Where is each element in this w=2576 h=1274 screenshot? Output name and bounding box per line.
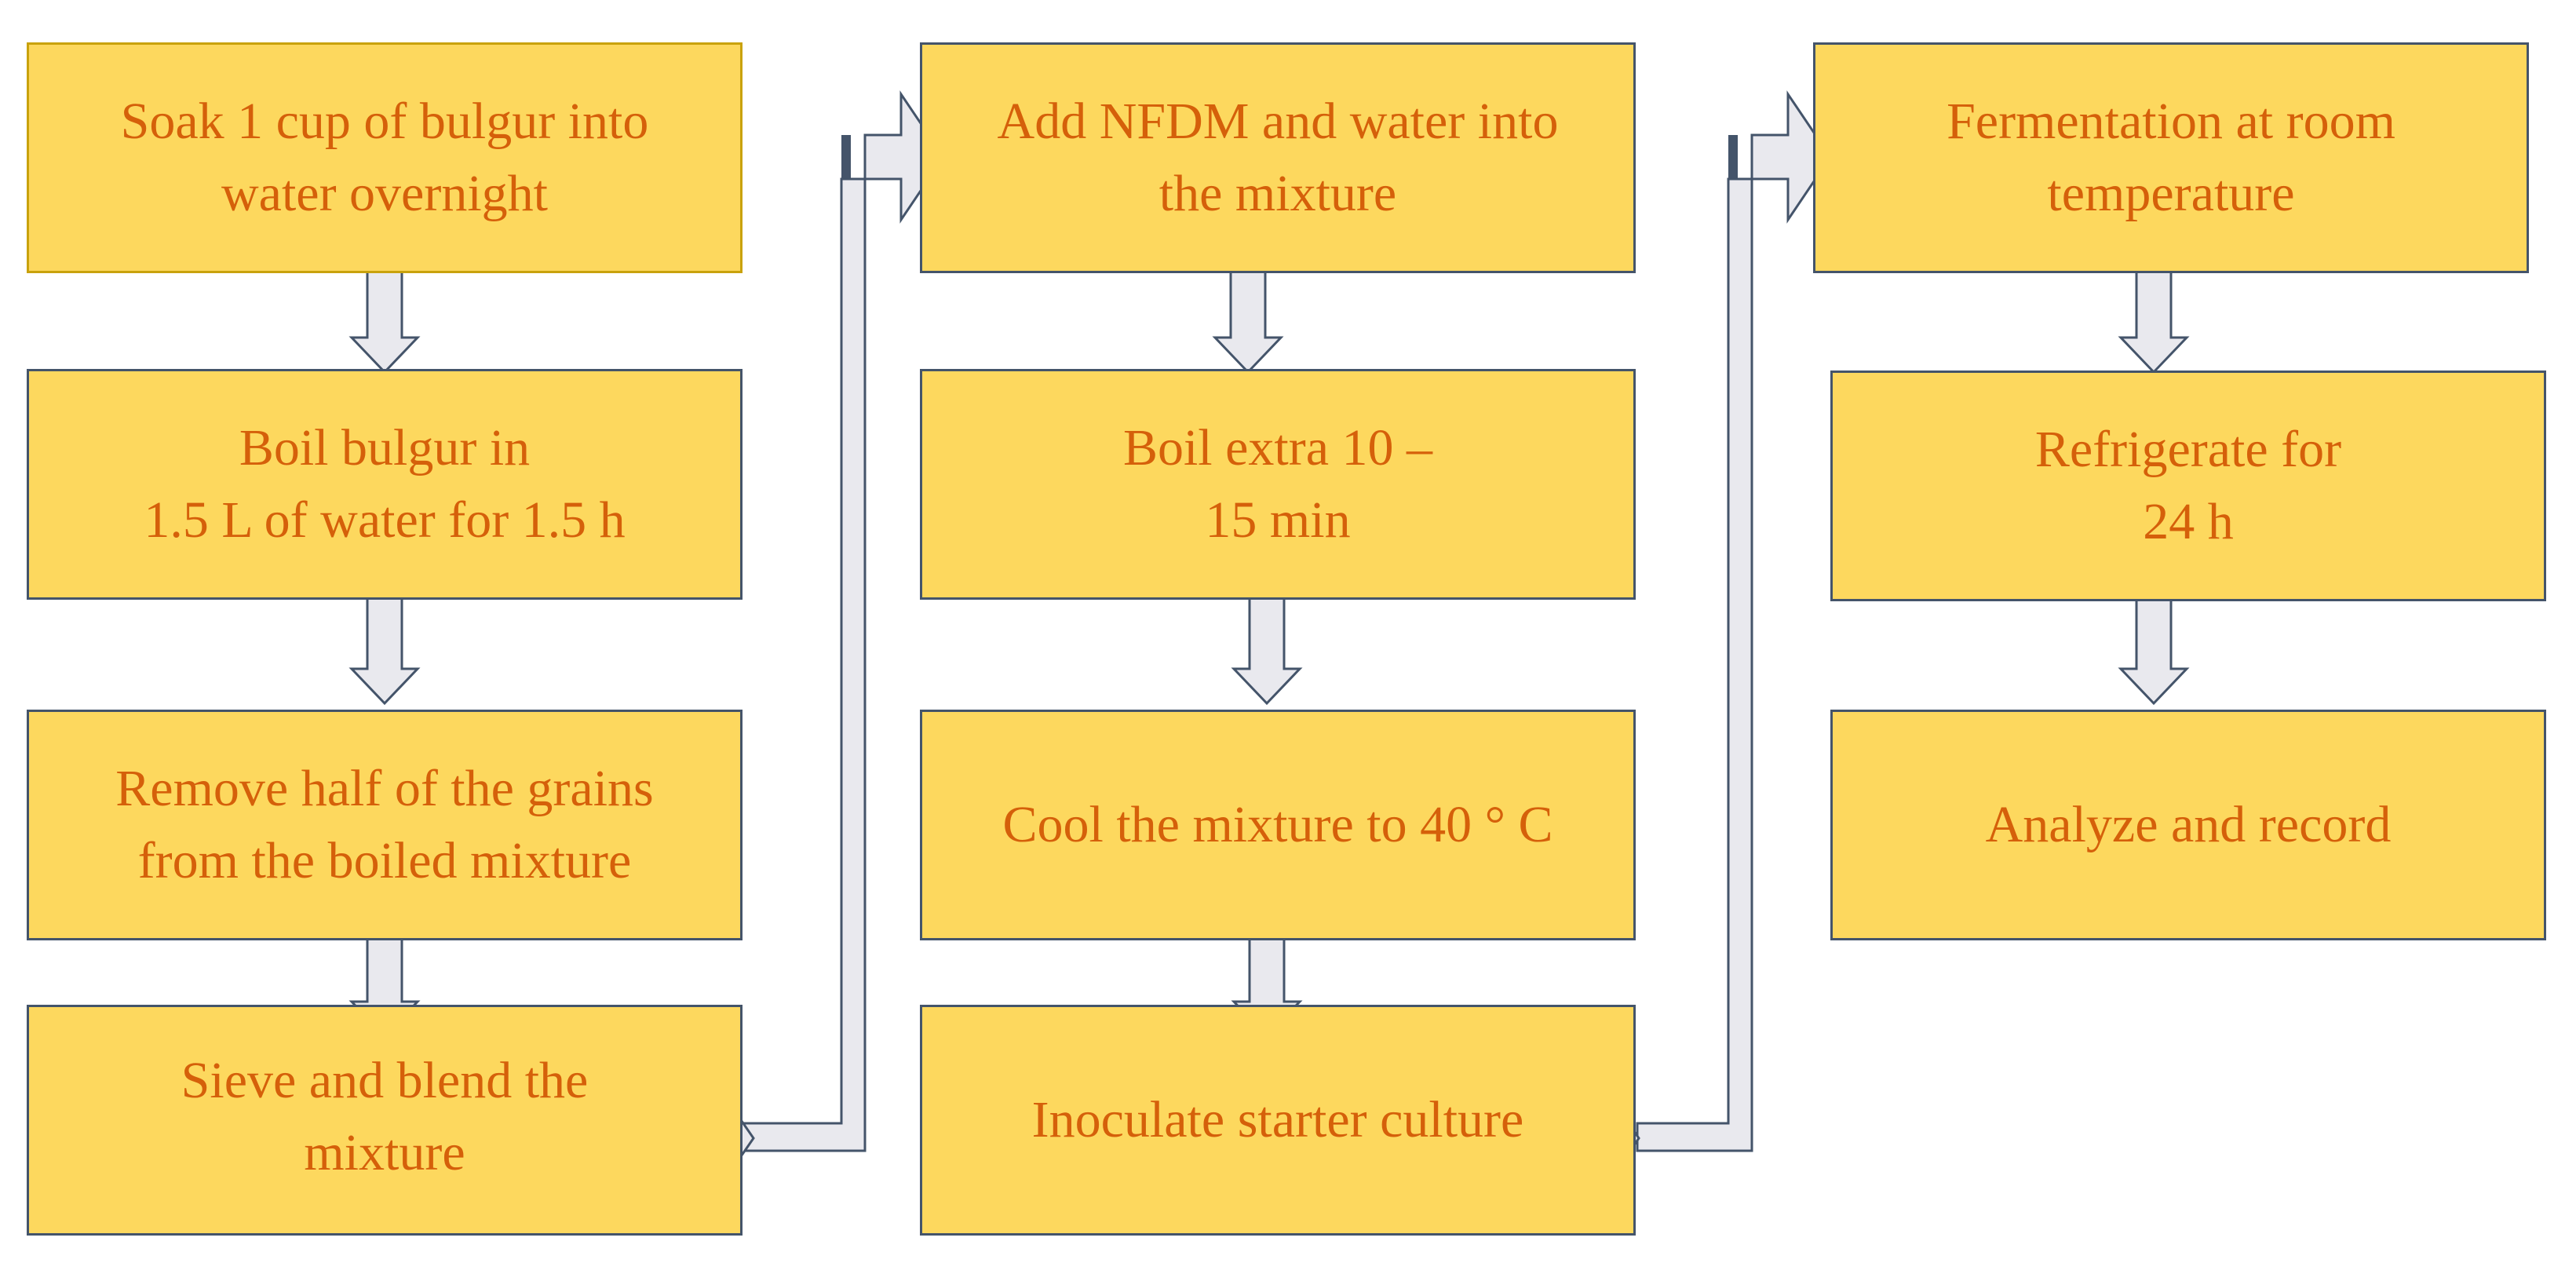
step-inoculate: Inoculate starter culture — [920, 1005, 1636, 1236]
step-cool-mixture: Cool the mixture to 40 ° C — [920, 710, 1636, 940]
step-boil-bulgur: Boil bulgur in 1.5 L of water for 1.5 h — [27, 369, 743, 600]
down-arrow-soak-to-boil — [348, 259, 421, 374]
connector-tail-mark-col1 — [841, 135, 851, 179]
step-add-nfdm: Add NFDM and water into the mixture — [920, 42, 1636, 273]
step-refrigerate: Refrigerate for 24 h — [1830, 371, 2546, 601]
bent-connector-col2-to-col3 — [1636, 90, 1832, 1152]
down-arrow-add-to-boil-extra — [1212, 270, 1284, 374]
down-arrow-ferment-to-refrigerate — [2118, 259, 2190, 374]
bent-connector-col1-to-col2 — [743, 90, 945, 1152]
step-sieve-blend: Sieve and blend the mixture — [27, 1005, 743, 1236]
down-arrow-boil-to-remove — [348, 592, 421, 706]
down-arrow-boil-extra-to-cool — [1231, 592, 1303, 706]
step-remove-grains: Remove half of the grains from the boile… — [27, 710, 743, 940]
step-soak-bulgur: Soak 1 cup of bulgur into water overnigh… — [27, 42, 743, 273]
down-arrow-refrigerate-to-analyze — [2118, 592, 2190, 706]
step-boil-extra: Boil extra 10 – 15 min — [920, 369, 1636, 600]
step-analyze-record: Analyze and record — [1830, 710, 2546, 940]
connector-tail-mark-col2 — [1728, 135, 1738, 179]
step-fermentation: Fermentation at room temperature — [1813, 42, 2529, 273]
